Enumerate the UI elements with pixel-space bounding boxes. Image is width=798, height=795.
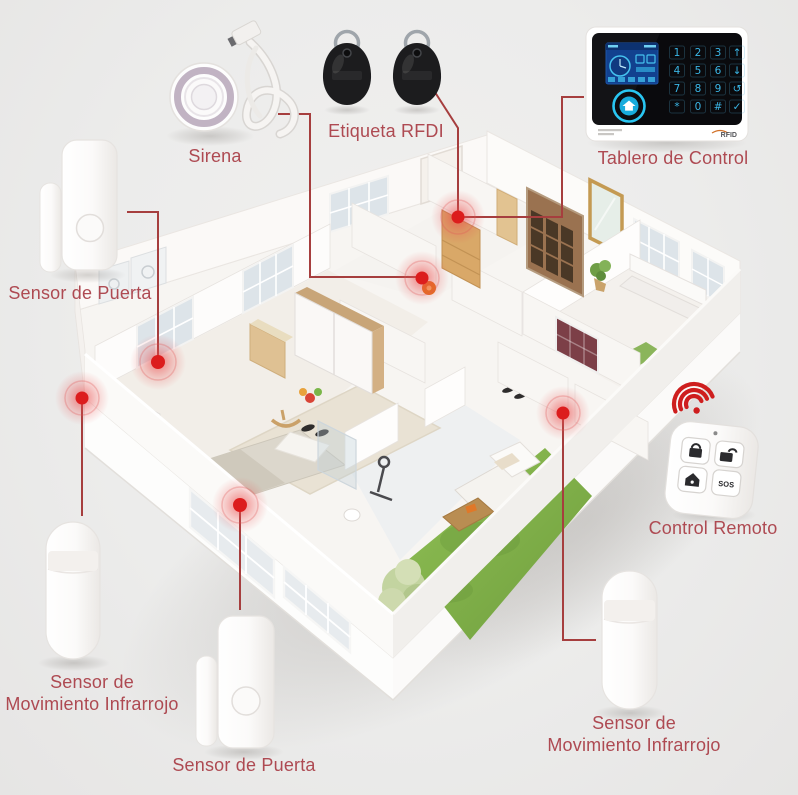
sos-button-label: SOS xyxy=(718,479,735,490)
door-sensor-device-bottom xyxy=(195,615,284,760)
motion-left-line2: Movimiento Infrarrojo xyxy=(5,694,179,714)
panel-line xyxy=(464,96,584,218)
floor-plan xyxy=(74,130,761,753)
sensor-dot xyxy=(536,386,590,440)
panel-key: ✓ xyxy=(733,101,742,113)
panel-key: 4 xyxy=(674,65,681,77)
panel-key: 9 xyxy=(715,83,722,95)
home-arm-icon xyxy=(684,473,700,487)
panel-key: ↑ xyxy=(733,47,742,59)
shower xyxy=(317,420,357,490)
toys xyxy=(270,388,322,428)
window xyxy=(282,564,352,655)
sensor-dot xyxy=(130,334,186,390)
panel-key: 8 xyxy=(695,83,702,95)
garden-table xyxy=(442,497,495,532)
door-top-line xyxy=(127,211,159,356)
front-right-wall xyxy=(393,269,740,658)
panel-key: # xyxy=(714,101,723,113)
wifi-signal-icon xyxy=(671,381,715,414)
panel-key: 3 xyxy=(715,47,722,59)
panel-keypad: 1 2 3 ↑ 4 5 6 ↓ 7 8 9 ↺ * 0 # ✓ xyxy=(669,45,745,114)
motion-sensor-right-label: Sensor de Movimiento Infrarrojo xyxy=(539,712,729,756)
rfid-tag-devices xyxy=(322,29,442,115)
panel-key: 1 xyxy=(674,47,681,59)
sensor-dot xyxy=(212,477,268,533)
remote-control-label: Control Remoto xyxy=(648,518,778,538)
exercise-bike xyxy=(369,455,393,502)
siren-label: Sirena xyxy=(188,146,242,166)
panel-key: 0 xyxy=(695,101,702,113)
sensor-dots xyxy=(55,190,590,533)
siren-plug xyxy=(227,20,262,47)
panel-home-button xyxy=(612,89,646,123)
lock-icon xyxy=(689,443,703,458)
siren-device xyxy=(166,20,299,146)
panel-screen xyxy=(605,42,659,85)
door-sensor-bottom-label: Sensor de Puerta xyxy=(172,755,316,775)
changing-table xyxy=(249,319,293,379)
motion-right-line2: Movimiento Infrarrojo xyxy=(547,735,721,755)
wardrobe xyxy=(294,287,384,395)
motion-sensor-device-left xyxy=(38,521,110,671)
door-sensor-device-top xyxy=(39,139,126,283)
sensor-dot xyxy=(55,371,109,425)
sensor-dot xyxy=(395,251,449,305)
window xyxy=(242,243,294,315)
control-panel-device: 1 2 3 ↑ 4 5 6 ↓ 7 8 9 ↺ * 0 # ✓ RFID xyxy=(585,26,749,153)
rfid-tag-label: Etiqueta RFDI xyxy=(328,121,444,141)
sensor-dot xyxy=(431,190,485,244)
motion-sensor-left-label: Sensor de Movimiento Infrarrojo xyxy=(0,671,187,715)
door-sensor-top-label: Sensor de Puerta xyxy=(8,283,152,303)
motion-sensor-device-right xyxy=(594,570,666,721)
motion-left-line1: Sensor de xyxy=(50,672,134,692)
panel-brand-logo: RFID xyxy=(721,132,737,139)
panel-key: 2 xyxy=(695,47,702,59)
unlock-icon xyxy=(719,448,738,463)
plant xyxy=(590,260,611,292)
middle-right-wall xyxy=(522,291,641,396)
panel-key: ↺ xyxy=(733,83,742,95)
panel-key: 5 xyxy=(695,65,702,77)
motion-right-line1: Sensor de xyxy=(592,713,676,733)
toilet xyxy=(343,508,361,522)
panel-key: 7 xyxy=(674,83,681,95)
control-panel-label: Tablero de Control xyxy=(597,148,749,168)
rfid-fob xyxy=(392,29,442,115)
panel-key: ↓ xyxy=(733,65,742,77)
panel-key: 6 xyxy=(715,65,722,77)
motion-right-line xyxy=(562,419,596,641)
bookshelf xyxy=(526,186,584,298)
rfid-fob xyxy=(322,29,372,115)
panel-key: * xyxy=(674,101,679,113)
shoes xyxy=(301,387,526,437)
remote-control-device: SOS xyxy=(664,381,759,524)
rfid-line xyxy=(430,85,459,211)
